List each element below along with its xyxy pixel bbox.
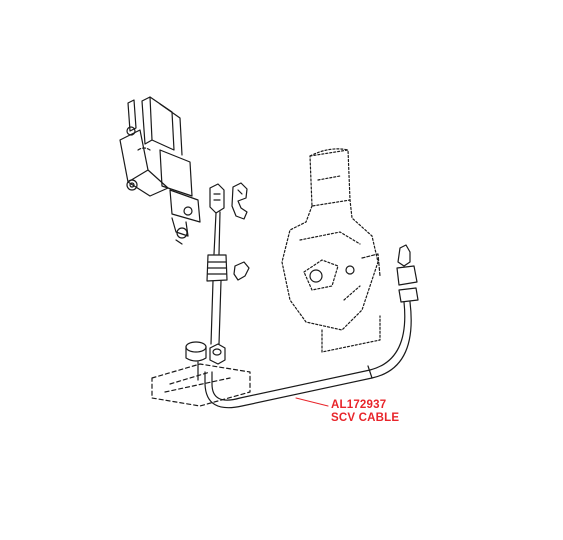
- part-number-label: AL172937: [331, 399, 387, 411]
- part-callout: AL172937 SCV CABLE: [331, 399, 399, 425]
- scv-cable: [204, 244, 419, 409]
- threaded-adjuster: [206, 254, 228, 345]
- mounting-grommet: [185, 341, 226, 381]
- mounting-plate: [151, 363, 251, 407]
- cable-rod-end: [209, 183, 225, 255]
- cable-end-clip: [231, 182, 250, 281]
- callout-leader-line: [295, 397, 329, 407]
- lever-bracket-assembly: [119, 96, 201, 245]
- control-valve-housing: [281, 148, 381, 353]
- part-name-label: SCV CABLE: [331, 412, 400, 424]
